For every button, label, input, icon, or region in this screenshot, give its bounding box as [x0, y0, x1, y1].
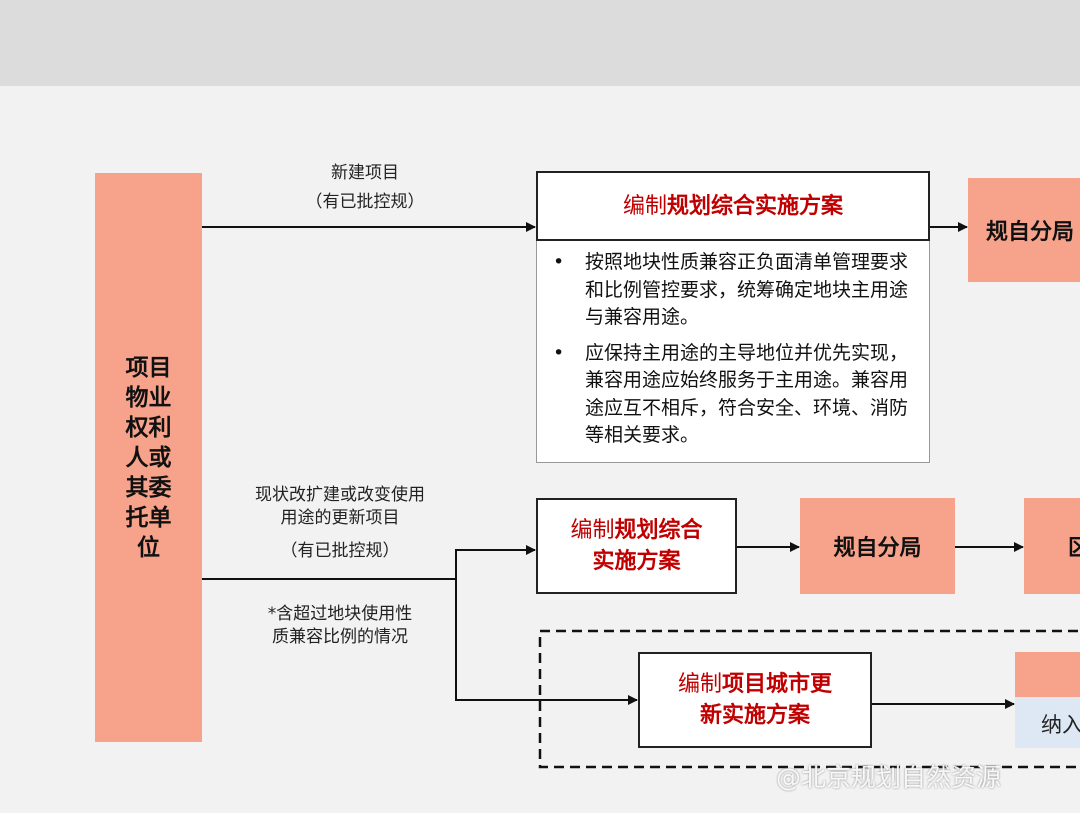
- branch3-next-box: [1015, 652, 1080, 697]
- branch1-label-line1: 新建项目: [331, 163, 399, 183]
- box-title-1: 规划综合: [614, 518, 703, 543]
- branch2-label-line1: 现状改扩建或改变使用: [255, 485, 425, 505]
- note-line2: 质兼容比例的情况: [272, 627, 408, 647]
- requirement-item: 按照地块性质兼容正负面清单管理要求和比例管控要求，统筹确定地块主用途与兼容用途。: [553, 249, 919, 332]
- watermark: @北京规划自然资源: [776, 763, 1002, 792]
- note-line1: *含超过地块使用性: [267, 604, 413, 624]
- branch2-bureau-box: 规自分局: [800, 498, 955, 594]
- box-title: 规划综合实施方案: [667, 193, 844, 219]
- actor-box: 项目物业权利人或其委托单位: [95, 173, 202, 742]
- branch2-district-box: 区: [1024, 498, 1080, 594]
- include-label: 纳入: [1041, 713, 1080, 737]
- bureau-label: 规自分局: [833, 536, 922, 561]
- branch2-note: *含超过地块使用性 质兼容比例的情况: [215, 603, 465, 649]
- district-label: 区: [1068, 536, 1080, 561]
- branch1-label-line2: （有已批控规）: [305, 192, 425, 212]
- box-prefix: 编制: [677, 672, 722, 697]
- branch1-label: 新建项目 （有已批控规）: [260, 162, 470, 214]
- box-title-2: 新实施方案: [699, 703, 810, 728]
- requirement-item: 应保持主用途的主导地位并优先实现，兼容用途应始终服务于主用途。兼容用途应互不相斥…: [553, 340, 919, 450]
- branch2-label-line3: （有已批控规）: [280, 541, 400, 561]
- box-title-1: 项目城市更: [722, 672, 833, 697]
- branch3-plan-box: 编制项目城市更新实施方案: [638, 652, 872, 748]
- branch2-label-line2: 用途的更新项目: [280, 508, 400, 528]
- box-prefix: 编制: [570, 518, 615, 543]
- box-title-2: 实施方案: [592, 549, 681, 574]
- branch1-requirements: 按照地块性质兼容正负面清单管理要求和比例管控要求，统筹确定地块主用途与兼容用途。…: [536, 241, 930, 463]
- branch1-bureau-box: 规自分局: [968, 178, 1080, 282]
- branch3-include-box: 纳入: [1015, 697, 1080, 748]
- bureau-label: 规自分局: [986, 220, 1075, 245]
- branch2-plan-box: 编制规划综合实施方案: [536, 498, 737, 594]
- branch2-label: 现状改扩建或改变使用 用途的更新项目 （有已批控规）: [215, 484, 465, 563]
- branch1-plan-box: 编制规划综合实施方案: [536, 171, 930, 241]
- box-prefix: 编制: [622, 193, 667, 219]
- top-band: [0, 0, 1080, 86]
- actor-label: 项目物业权利人或其委托单位: [125, 354, 172, 561]
